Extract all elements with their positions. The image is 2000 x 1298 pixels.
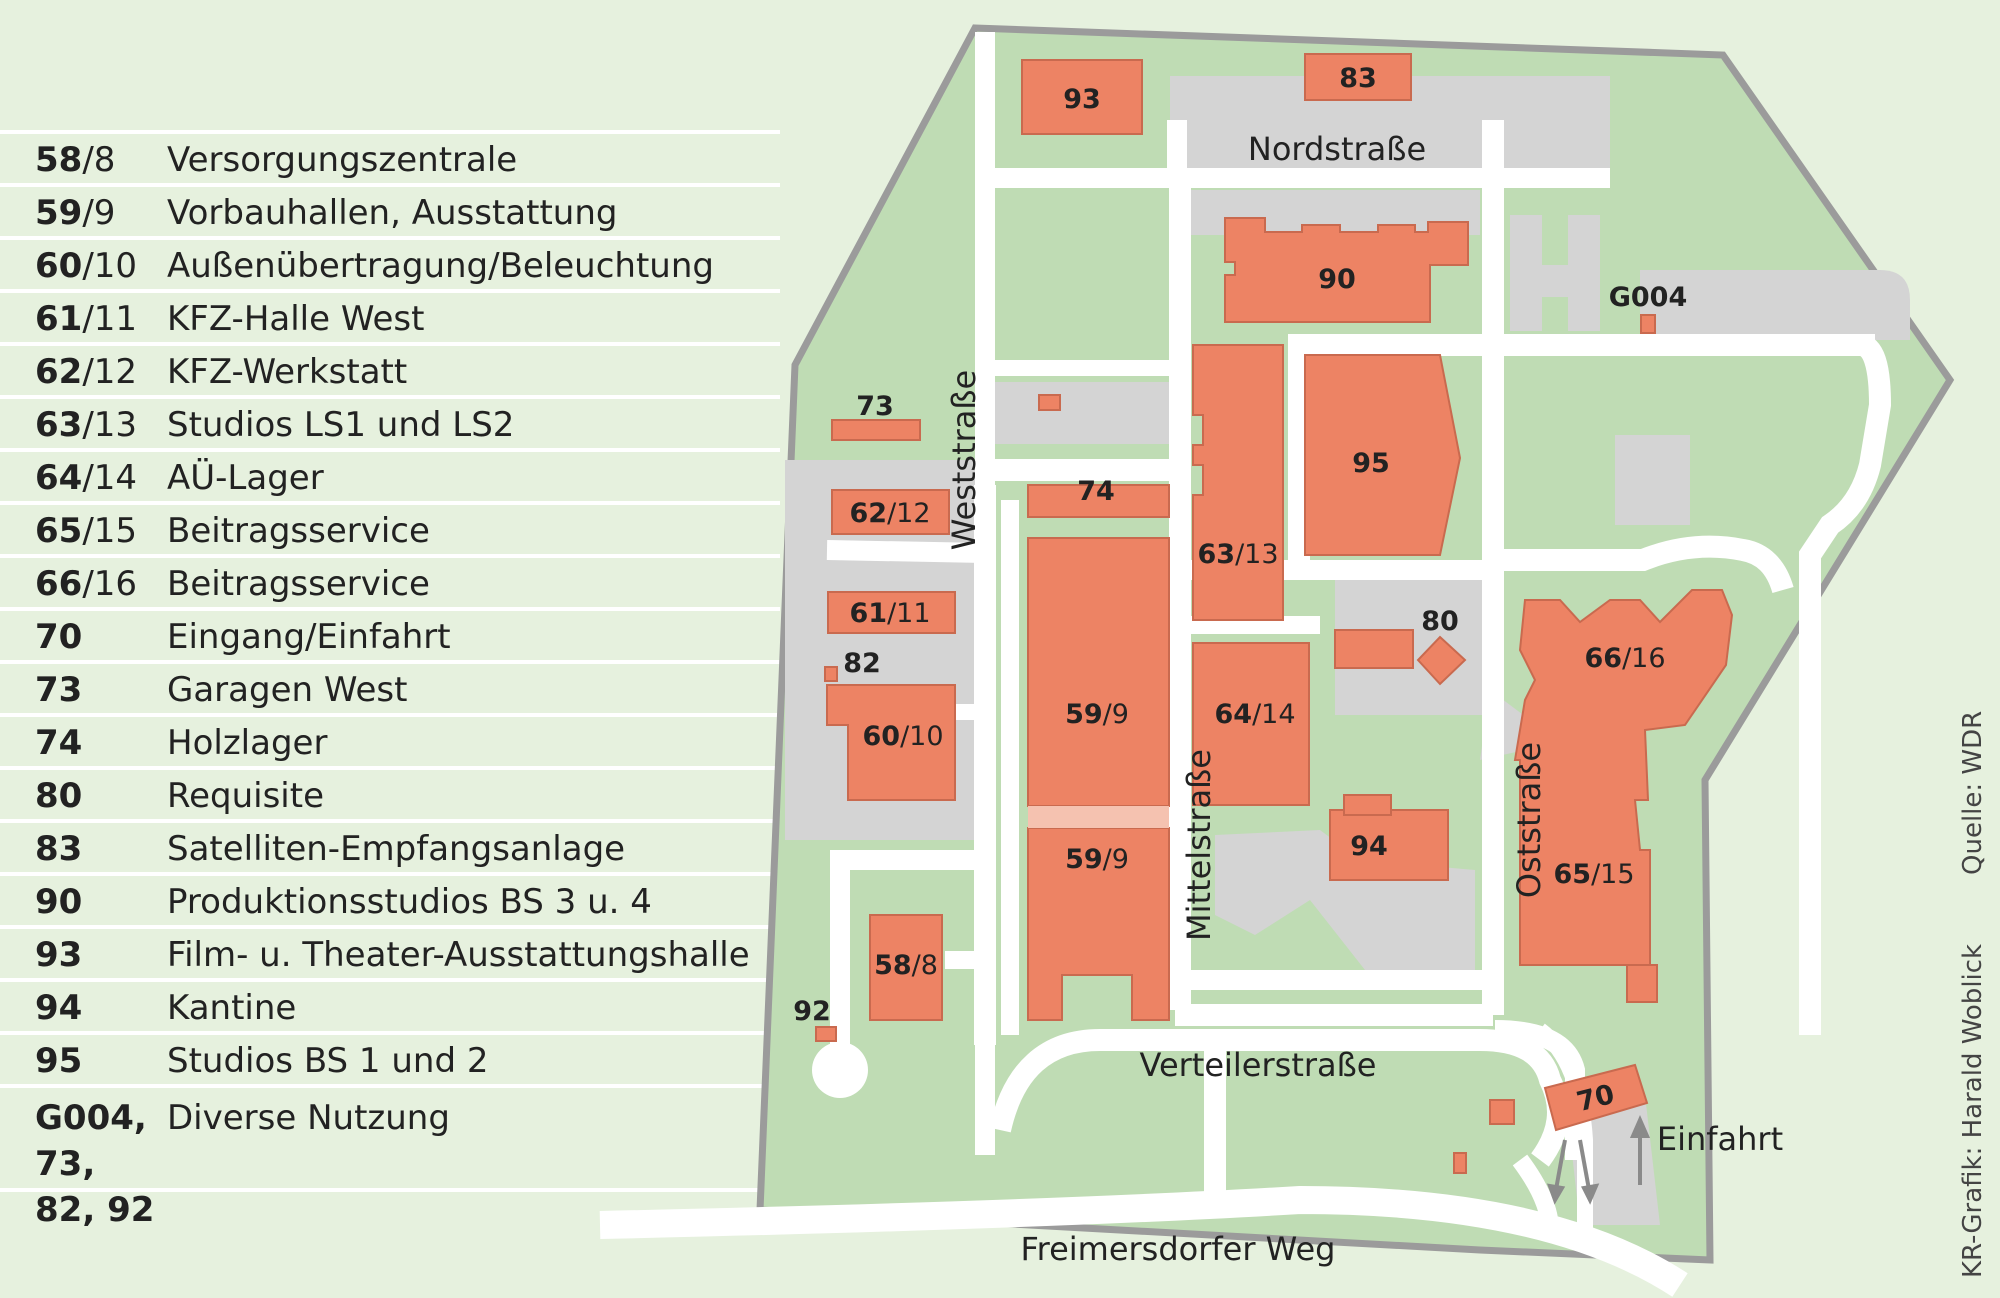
graphic-credit: KR-Grafik: Harald Woblick [1958,943,1988,1278]
building-61 [827,591,956,634]
small-shed [1038,394,1061,411]
small-block-b [1489,1099,1515,1125]
label-74: 74 [1077,476,1115,507]
building-94b [1343,794,1392,816]
street-oststrasse: Oststraße [1510,742,1548,898]
label-61: 61/11 [849,598,930,629]
building-g004 [1640,314,1656,334]
label-59b: 59/9 [1065,844,1129,875]
label-62: 62/12 [849,498,930,529]
building-59-divider [1028,806,1169,828]
small-block-c [1453,1152,1467,1174]
street-freimersdorfer-weg: Freimersdorfer Weg [1021,1230,1336,1268]
label-63: 63/13 [1197,539,1278,570]
label-59a: 59/9 [1065,699,1129,730]
building-63 [1192,344,1284,621]
building-59a [1027,537,1170,807]
label-60: 60/10 [862,721,943,752]
building-59b [1027,827,1170,1021]
label-93: 93 [1063,84,1101,115]
label-64: 64/14 [1214,699,1295,730]
label-83: 83 [1339,63,1377,94]
street-verteilerstrasse: Verteilerstraße [1140,1046,1377,1084]
building-66 [1513,589,1734,966]
building-90 [1224,217,1469,323]
street-nordstrasse: Nordstraße [1248,130,1426,168]
label-73: 73 [856,391,894,422]
label-58: 58/8 [874,950,938,981]
legend-separators [0,130,780,1192]
building-74 [1027,484,1170,518]
buildings [815,53,1734,1174]
building-60 [826,684,956,801]
entrance-arrows [1546,1115,1651,1205]
label-einfahrt: Einfahrt [1657,1120,1783,1158]
label-90: 90 [1318,264,1356,295]
label-82: 82 [843,648,881,679]
building-62 [831,489,950,535]
building-83 [1304,53,1412,101]
building-73 [831,419,921,441]
building-92 [815,1026,837,1042]
building-80a [1334,629,1414,669]
small-block-a [1626,964,1658,1003]
building-93 [1021,59,1143,135]
label-95: 95 [1352,448,1390,479]
street-labels: Nordstraße Weststraße Mittelstraße Ostst… [945,130,1783,1268]
label-65: 65/15 [1553,859,1634,890]
label-g004: G004 [1609,282,1688,313]
building-82 [824,666,838,682]
building-95 [1304,354,1462,556]
label-94: 94 [1350,831,1388,862]
label-80: 80 [1421,606,1459,637]
building-64 [1192,642,1310,806]
building-70 [1543,1063,1649,1132]
label-92: 92 [793,996,831,1027]
building-labels: 93 83 90 G004 73 95 74 62/12 63/13 61/11… [793,63,1687,1118]
street-mittelstrasse: Mittelstraße [1180,749,1218,941]
roads [599,32,1892,1297]
street-weststrasse: Weststraße [945,370,983,551]
building-80 [1416,635,1467,686]
building-58 [869,914,943,1021]
label-66: 66/16 [1584,643,1665,674]
source-credit: Quelle: WDR [1958,710,1988,875]
building-94 [1329,809,1449,881]
